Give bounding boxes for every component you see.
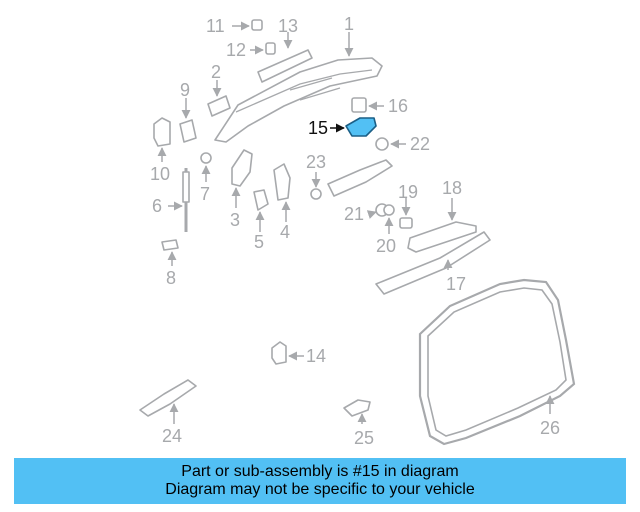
callout-8: 8 xyxy=(166,268,176,288)
part-1-spoiler xyxy=(214,32,383,143)
part-20-grommet xyxy=(383,204,395,234)
part-25-bracket xyxy=(343,399,371,424)
callout-3: 3 xyxy=(230,210,240,230)
part-4-bracket xyxy=(273,163,291,222)
part-15-highlighted xyxy=(330,117,377,137)
banner-line-1: Part or sub-assembly is #15 in diagram xyxy=(181,463,459,480)
part-22-bumper xyxy=(375,137,406,151)
callout-9: 9 xyxy=(180,80,190,100)
info-banner: Part or sub-assembly is #15 in diagram D… xyxy=(14,458,626,504)
part-10-cover xyxy=(153,117,171,162)
part-9-bracket xyxy=(179,98,197,143)
callout-7: 7 xyxy=(200,184,210,204)
callout-11: 11 xyxy=(206,16,225,36)
callout-22: 22 xyxy=(410,134,430,154)
callout-12: 12 xyxy=(226,40,246,60)
part-24-bracket xyxy=(139,379,197,424)
callout-16: 16 xyxy=(388,96,408,116)
callout-13: 13 xyxy=(278,16,298,36)
callout-24: 24 xyxy=(162,426,182,446)
callout-4: 4 xyxy=(280,222,290,242)
callout-2: 2 xyxy=(211,62,221,82)
part-7-ballstud xyxy=(200,152,212,182)
part-17-garnish xyxy=(375,231,491,295)
part-5-bracket xyxy=(253,189,269,232)
callout-17: 17 xyxy=(446,274,466,294)
callout-15-highlighted: 15 xyxy=(308,118,328,138)
callout-21: 21 xyxy=(344,204,364,224)
callout-18: 18 xyxy=(442,178,462,198)
callout-26: 26 xyxy=(540,418,560,438)
banner-line-2: Diagram may not be specific to your vehi… xyxy=(165,481,475,498)
part-18-handle xyxy=(407,198,477,253)
callout-14: 14 xyxy=(306,346,326,366)
part-12-bolt xyxy=(250,42,276,55)
part-2-bracket xyxy=(207,80,231,117)
callout-19: 19 xyxy=(398,182,418,202)
callout-10: 10 xyxy=(150,164,170,184)
callout-1: 1 xyxy=(344,14,354,34)
part-8-ballstud xyxy=(161,239,179,266)
callout-23: 23 xyxy=(306,152,326,172)
part-6-strut xyxy=(168,168,190,232)
callout-6: 6 xyxy=(152,196,162,216)
part-3-hinge xyxy=(231,149,253,208)
callout-20: 20 xyxy=(376,236,396,256)
part-19-clip xyxy=(399,198,413,229)
part-26-weatherstrip xyxy=(418,278,576,446)
part-16-clip xyxy=(351,97,384,113)
callout-5: 5 xyxy=(254,232,264,252)
part-23-grommet xyxy=(310,172,322,200)
part-13-strip xyxy=(257,32,313,83)
callout-25: 25 xyxy=(354,428,374,448)
part-11-clip xyxy=(232,19,263,31)
part-14-clip xyxy=(271,341,304,365)
